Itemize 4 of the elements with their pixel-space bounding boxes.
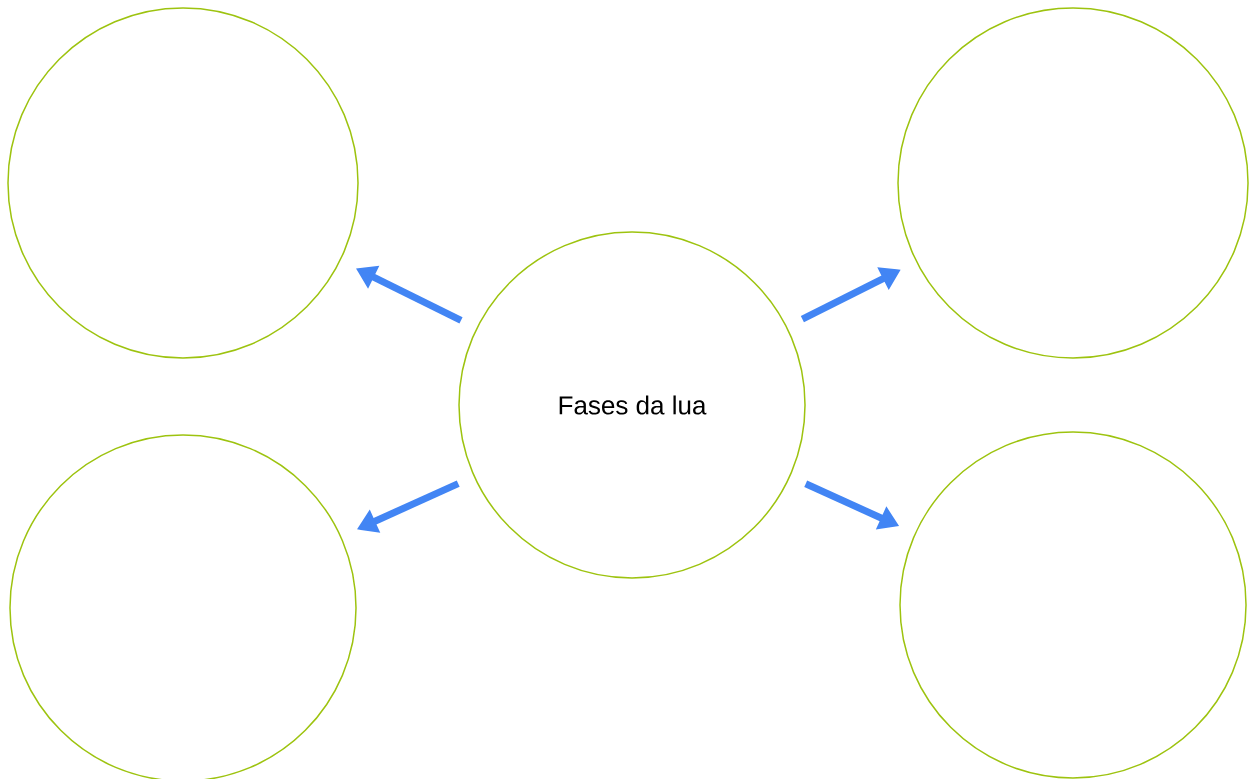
empty-circle xyxy=(899,431,1247,779)
empty-circle xyxy=(897,7,1249,359)
empty-circle xyxy=(7,7,359,359)
circle-node: Fases da lua xyxy=(458,231,806,579)
